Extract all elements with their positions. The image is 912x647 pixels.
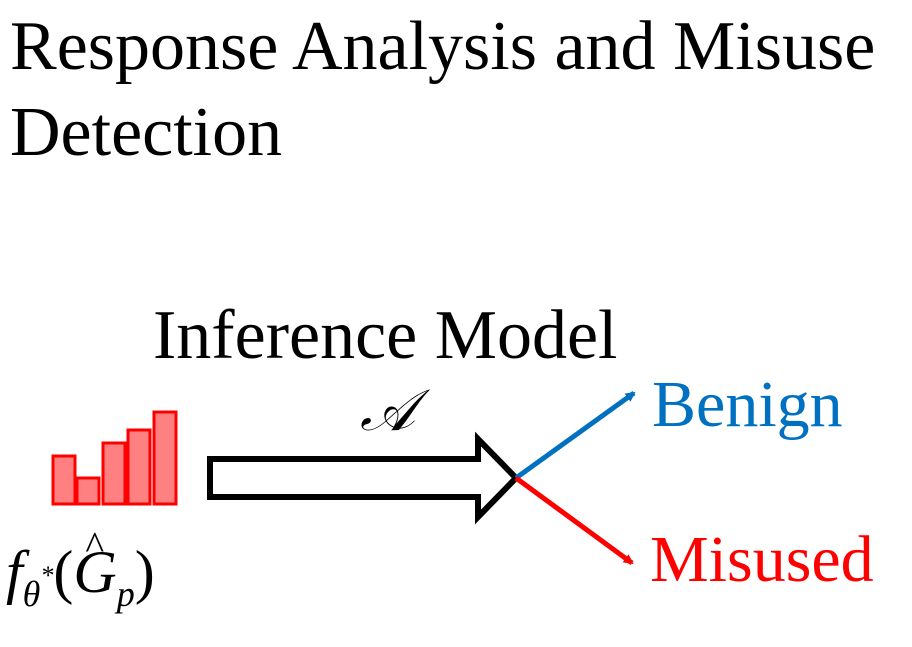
histogram-bar-1 bbox=[51, 454, 77, 506]
histogram-bar-4 bbox=[126, 428, 152, 506]
histogram-bar-3 bbox=[101, 441, 127, 506]
title-line-1: Response Analysis and Misuse bbox=[10, 8, 876, 85]
title-line-2: Detection bbox=[10, 94, 283, 171]
misused-label: Misused bbox=[650, 523, 874, 596]
formula-close-paren: ) bbox=[134, 539, 155, 605]
diagram-title: Response Analysis and Misuse Detection bbox=[10, 4, 910, 176]
inference-arrow bbox=[207, 431, 521, 525]
bar-histogram-icon bbox=[51, 410, 178, 506]
formula-open-paren: ( bbox=[53, 539, 74, 605]
benign-arrow bbox=[514, 390, 636, 481]
model-output-formula: fθ*(^Gp) bbox=[6, 523, 155, 624]
formula-graph: ^G bbox=[73, 523, 117, 612]
histogram-bar-2 bbox=[75, 476, 101, 506]
benign-label: Benign bbox=[652, 368, 843, 441]
formula-graph-subscript: p bbox=[116, 574, 135, 614]
algorithm-symbol: 𝒜 bbox=[360, 378, 415, 443]
misused-arrow bbox=[514, 475, 634, 566]
inference-model-label: Inference Model bbox=[153, 297, 618, 374]
formula-subscript: θ bbox=[22, 574, 41, 614]
formula-graph-letter: G bbox=[73, 539, 117, 605]
formula-hat: ^ bbox=[85, 523, 105, 568]
histogram-bar-5 bbox=[152, 410, 178, 506]
formula-superscript: * bbox=[40, 561, 54, 590]
formula-function: f bbox=[6, 539, 23, 605]
